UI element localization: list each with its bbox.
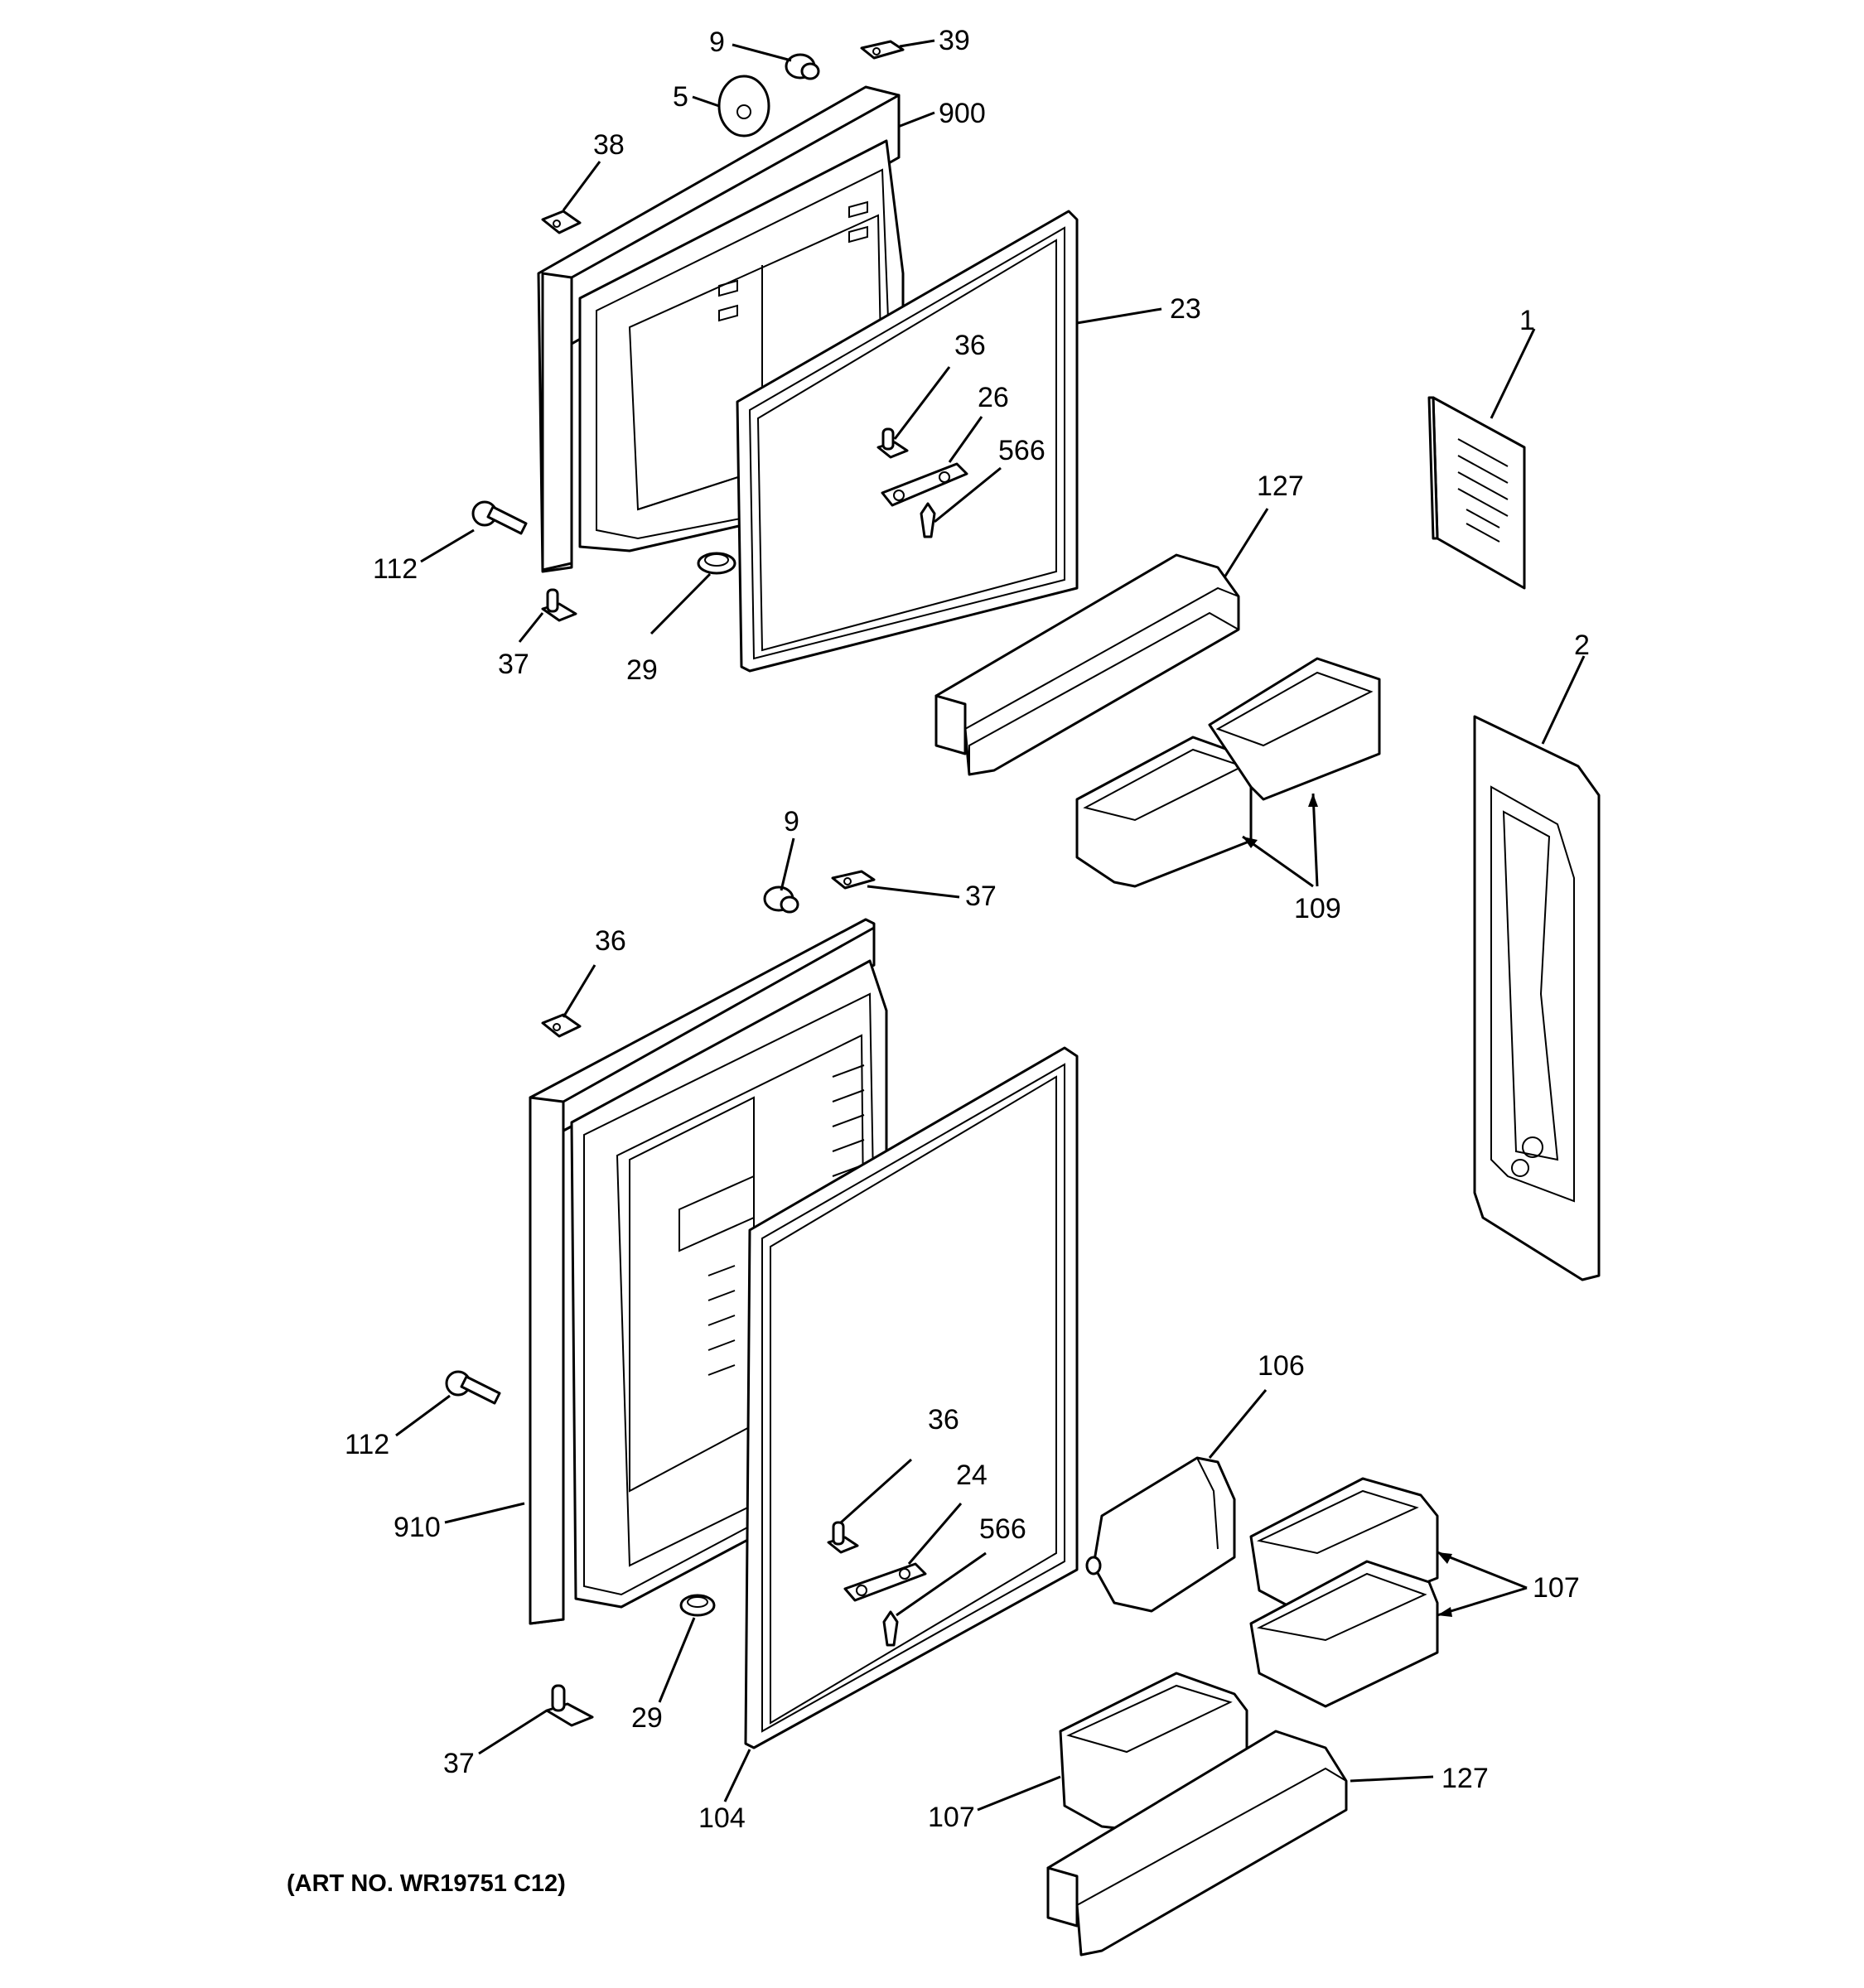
callout-104: 104 [698, 1802, 746, 1834]
callout-127-lower: 127 [1441, 1763, 1489, 1794]
cam-5 [717, 75, 770, 138]
callout-36-lower-top: 36 [595, 925, 626, 957]
dispenser-panel-2 [1473, 715, 1601, 1281]
hinge-cap-37-top [831, 870, 876, 890]
callout-2: 2 [1574, 630, 1590, 661]
callout-1: 1 [1519, 305, 1535, 336]
bushing-29-bottom [679, 1594, 716, 1617]
callout-36: 36 [954, 330, 986, 361]
bushing-29-top [697, 552, 736, 575]
hinge-cap-36-bottom [541, 1013, 582, 1038]
callout-9: 9 [709, 27, 725, 58]
hinge-plate-26 [881, 462, 968, 507]
hinge-pin-37-bottom [545, 1684, 594, 1727]
plug-9-bottom [763, 885, 799, 914]
callout-910: 910 [394, 1512, 441, 1543]
door-bins-107-right [1249, 1477, 1439, 1708]
plug-9-top [785, 53, 820, 80]
arrowheads [1243, 794, 1452, 1617]
callout-5: 5 [673, 81, 688, 113]
hinge-pin-37-top [541, 588, 577, 622]
callout-107-right: 107 [1533, 1572, 1580, 1604]
callout-36-lower: 36 [928, 1404, 959, 1436]
callout-39: 39 [939, 25, 970, 56]
callout-37-lower: 37 [443, 1748, 475, 1779]
callout-29: 29 [626, 654, 658, 686]
callout-566: 566 [998, 435, 1045, 466]
callout-112: 112 [373, 553, 418, 585]
callout-26: 26 [978, 382, 1009, 413]
callout-107-left: 107 [928, 1802, 975, 1833]
hinge-cap-39 [860, 40, 905, 60]
callout-127: 127 [1257, 470, 1304, 502]
dairy-bins-109 [1075, 657, 1381, 888]
leaflet-1 [1427, 396, 1526, 590]
screw-112-top [471, 500, 528, 535]
dairy-cover-106 [1085, 1456, 1236, 1613]
callout-37-top-lower: 37 [965, 881, 997, 912]
callout-566-lower: 566 [979, 1513, 1026, 1545]
screw-112-bottom [445, 1370, 501, 1405]
door-bin-127-bottom [1046, 1730, 1348, 1957]
screw-566-bottom [882, 1610, 899, 1647]
hinge-plate-24 [843, 1562, 927, 1602]
callout-9-lower: 9 [784, 806, 799, 837]
leader-lines [395, 39, 1586, 1812]
callout-109: 109 [1294, 893, 1341, 924]
callout-labels: 9 39 5 900 38 23 36 26 566 1 127 112 37 … [345, 25, 1590, 1834]
callout-29-lower: 29 [631, 1702, 663, 1734]
door-bin-127-top [934, 553, 1240, 776]
callout-112-lower: 112 [345, 1429, 389, 1460]
art-number: (ART NO. WR19751 C12) [287, 1870, 566, 1897]
hinge-pin-36-bottom [827, 1521, 859, 1554]
callout-38: 38 [593, 129, 625, 161]
hinge-cap-38 [541, 210, 582, 234]
fresh-food-door-assembly [529, 918, 1079, 1749]
callout-900: 900 [939, 98, 986, 129]
hinge-pin-36-top [876, 427, 909, 459]
screw-566-top [920, 502, 936, 538]
callout-106: 106 [1258, 1350, 1305, 1382]
callout-24: 24 [956, 1460, 988, 1491]
callout-23: 23 [1170, 293, 1201, 325]
freezer-door-assembly [537, 85, 1079, 673]
callout-37: 37 [498, 649, 529, 680]
